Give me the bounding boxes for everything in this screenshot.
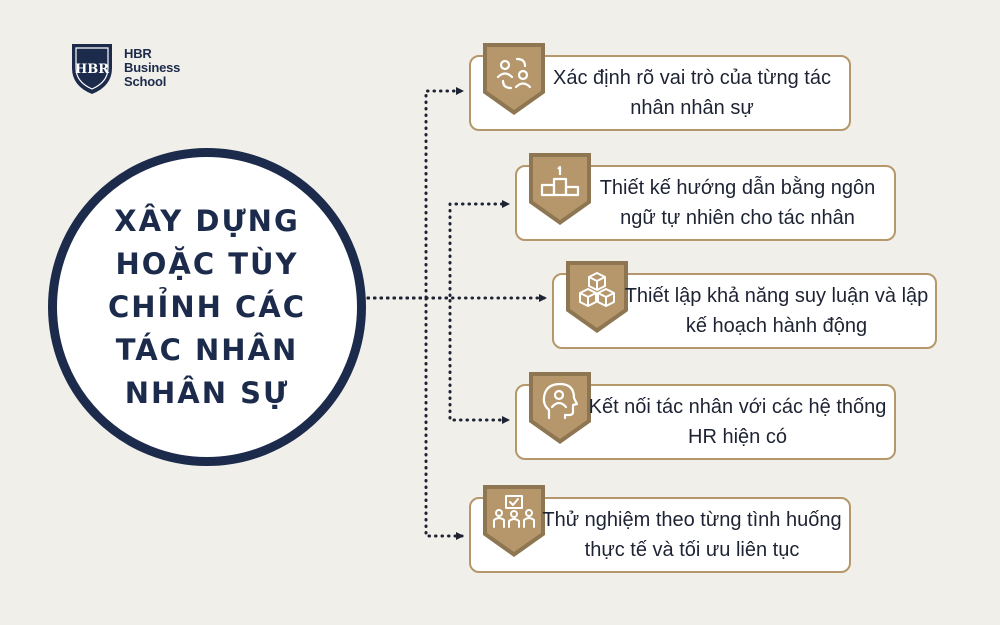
step-text-5: Thử nghiệm theo từng tình huống thực tế … bbox=[542, 509, 842, 561]
connector-5 bbox=[366, 296, 464, 540]
head-person-icon bbox=[529, 372, 591, 444]
central-hub: XÂY DỰNG HOẶC TÙY CHỈNH CÁC TÁC NHÂN NHÂ… bbox=[48, 148, 366, 466]
brand-logo: HBR HBR Business School bbox=[68, 40, 180, 96]
brand-line-3: School bbox=[124, 74, 167, 89]
step-text-1: Xác định rõ vai trò của từng tác nhân nh… bbox=[553, 67, 831, 119]
shield-logo-icon: HBR bbox=[72, 44, 112, 94]
step-card-4: Kết nối tác nhân với các hệ thống HR hiệ… bbox=[515, 372, 896, 460]
brand-line-2: Business bbox=[124, 60, 181, 75]
step-text-4: Kết nối tác nhân với các hệ thống HR hiệ… bbox=[588, 396, 887, 448]
connector-2 bbox=[366, 200, 510, 300]
brand-line-1: HBR bbox=[124, 46, 152, 61]
brand-name: HBR Business School bbox=[124, 47, 180, 89]
connector-1 bbox=[366, 87, 464, 300]
step-card-3: Thiết lập khả năng suy luận và lập kế ho… bbox=[552, 261, 937, 349]
step-text-3: Thiết lập khả năng suy luận và lập kế ho… bbox=[624, 285, 929, 337]
team-checklist-icon bbox=[483, 485, 545, 557]
hub-title: XÂY DỰNG HOẶC TÙY CHỈNH CÁC TÁC NHÂN NHÂ… bbox=[108, 203, 306, 410]
people-exchange-icon bbox=[483, 43, 545, 115]
logo-mark: HBR bbox=[75, 62, 109, 77]
step-card-1: Xác định rõ vai trò của từng tác nhân nh… bbox=[469, 43, 851, 131]
cubes-icon bbox=[566, 261, 628, 333]
step-card-2: Thiết kế hướng dẫn bằng ngôn ngữ tự nhiê… bbox=[515, 153, 896, 241]
step-text-2: Thiết kế hướng dẫn bằng ngôn ngữ tự nhiê… bbox=[599, 177, 876, 229]
connector-4 bbox=[366, 296, 510, 424]
step-card-5: Thử nghiệm theo từng tình huống thực tế … bbox=[469, 485, 851, 573]
podium-icon bbox=[529, 153, 591, 225]
